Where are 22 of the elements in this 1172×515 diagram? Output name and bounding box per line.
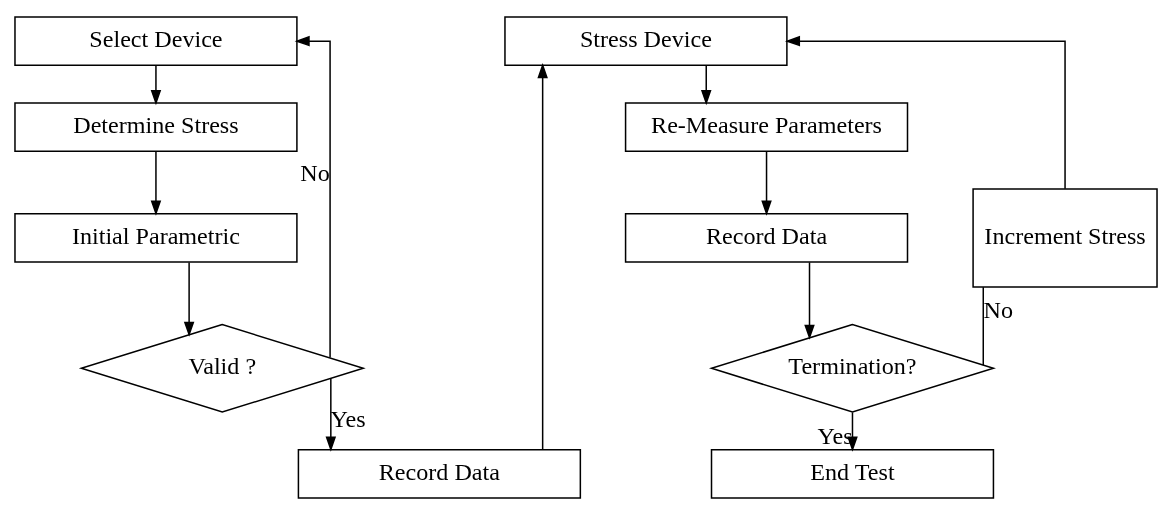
node-box: Increment Stress bbox=[972, 188, 1158, 288]
arrow bbox=[150, 64, 162, 106]
node-box: Re-Measure Parameters bbox=[624, 102, 909, 152]
node-box: Initial Parametric bbox=[14, 213, 298, 263]
arrow bbox=[150, 150, 162, 216]
arrow bbox=[325, 377, 337, 452]
arrow bbox=[804, 261, 815, 340]
node-box: Select Device bbox=[14, 16, 298, 67]
arrow bbox=[700, 64, 712, 106]
edge-label: No bbox=[983, 297, 1014, 324]
edge-label: No bbox=[300, 159, 330, 186]
node-box: Determine Stress bbox=[14, 102, 298, 152]
arrow bbox=[761, 150, 772, 216]
arrow bbox=[183, 261, 195, 337]
node-box: Record Data bbox=[297, 448, 582, 499]
node-box: Stress Device bbox=[504, 16, 788, 67]
connector bbox=[982, 286, 984, 366]
arrow bbox=[294, 35, 331, 359]
arrow bbox=[784, 35, 1066, 190]
node-box: End Test bbox=[710, 448, 995, 499]
arrow bbox=[537, 63, 548, 451]
node-box: Record Data bbox=[624, 213, 909, 263]
